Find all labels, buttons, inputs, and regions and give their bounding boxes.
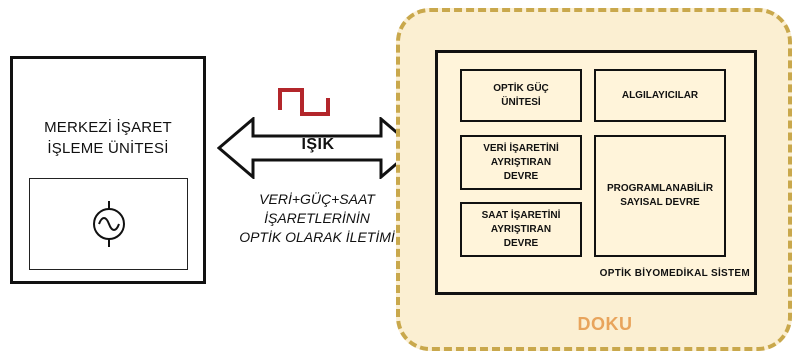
sensors-block: ALGILAYICILAR: [594, 69, 726, 122]
transmission-line1: VERİ+GÜÇ+SAAT: [259, 191, 375, 207]
block-prog-line2: SAYISAL DEVRE: [620, 197, 700, 208]
block-power-line1: OPTİK GÜÇ: [493, 82, 549, 94]
central-processing-unit: MERKEZİ İŞARET İŞLEME ÜNİTESİ: [10, 56, 206, 284]
block-data-line2: AYRIŞTIRAN: [490, 156, 552, 168]
block-prog-line1: PROGRAMLANABİLİR: [606, 183, 714, 194]
transmission-line3: OPTİK OLARAK İLETİMİ: [239, 229, 395, 245]
central-unit-title-line1: MERKEZİ İŞARET: [44, 119, 172, 136]
central-unit-title: MERKEZİ İŞARET İŞLEME ÜNİTESİ: [13, 117, 203, 159]
oscillator-box: [29, 178, 188, 270]
block-data-line3: DEVRE: [503, 170, 539, 182]
block-data-line1: VERİ İŞARETİNİ: [483, 142, 559, 154]
oscillator-icon: [93, 201, 125, 247]
transmission-description: VERİ+GÜÇ+SAAT İŞARETLERİNİN OPTİK OLARAK…: [212, 190, 422, 247]
system-label: OPTİK BİYOMEDİKAL SİSTEM: [599, 268, 750, 279]
block-sensors-line1: ALGILAYICILAR: [621, 89, 699, 101]
optical-power-unit-block: OPTİK GÜÇ ÜNİTESİ: [460, 69, 582, 122]
clock-signal-demux-block: SAAT İŞARETİNİ AYRIŞTIRAN DEVRE: [460, 202, 582, 257]
block-power-line2: ÜNİTESİ: [501, 96, 541, 108]
block-clock-line3: DEVRE: [503, 237, 539, 249]
light-pulse-icon: [278, 88, 330, 116]
central-unit-title-line2: İŞLEME ÜNİTESİ: [47, 140, 169, 157]
transmission-line2: İŞARETLERİNİN: [264, 210, 370, 226]
block-clock-line2: AYRIŞTIRAN: [490, 223, 552, 235]
light-label: IŞIK: [301, 136, 335, 153]
data-signal-demux-block: VERİ İŞARETİNİ AYRIŞTIRAN DEVRE: [460, 135, 582, 190]
tissue-label: DOKU: [577, 314, 633, 334]
block-clock-line1: SAAT İŞARETİNİ: [481, 209, 561, 221]
programmable-digital-circuit-block: PROGRAMLANABİLİR SAYISAL DEVRE: [594, 135, 726, 257]
